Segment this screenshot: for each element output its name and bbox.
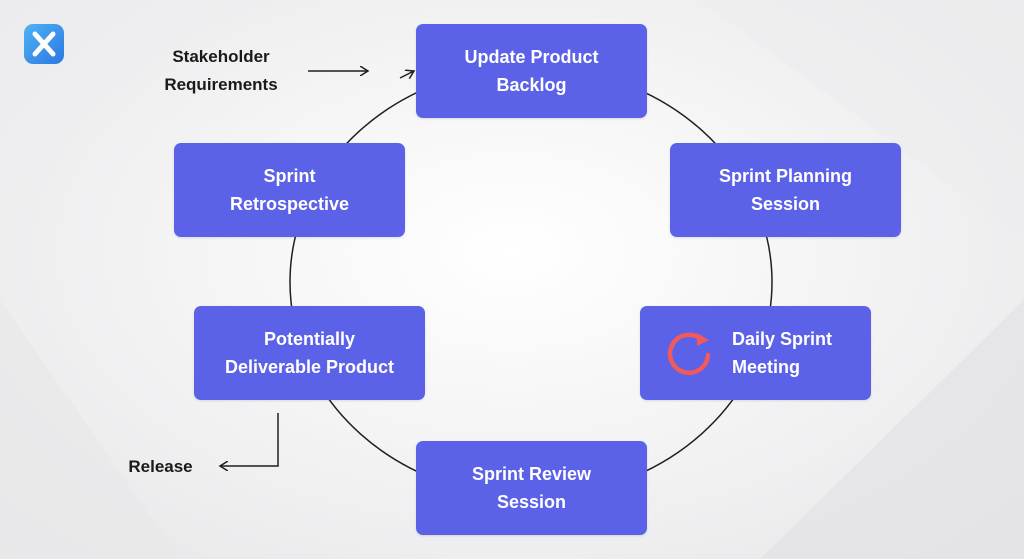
node-label: Potentially Deliverable Product xyxy=(224,329,395,377)
stakeholder-requirements-label: Stakeholder Requirements xyxy=(164,47,278,94)
node-label: Sprint Planning Session xyxy=(719,166,852,214)
refresh-icon xyxy=(664,327,716,379)
x-logo-icon xyxy=(24,24,64,64)
release-label: Release xyxy=(128,457,193,476)
update-product-backlog-node: Update Product Backlog xyxy=(416,24,647,118)
node-label: Update Product Backlog xyxy=(464,47,599,95)
daily-sprint-meeting-node: Daily Sprint Meeting xyxy=(640,306,871,400)
sprint-review-session-node: Sprint Review Session xyxy=(416,441,647,535)
potentially-deliverable-product-node: Potentially Deliverable Product xyxy=(194,306,425,400)
node-label: Sprint Retrospective xyxy=(229,166,350,214)
node-label: Daily Sprint Meeting xyxy=(732,329,833,377)
release-arrow xyxy=(220,413,279,466)
sprint-planning-session-node: Sprint Planning Session xyxy=(670,143,901,237)
cycle-circle xyxy=(289,66,773,498)
cycle-arrow xyxy=(399,71,414,78)
node-label: Sprint Review Session xyxy=(471,464,592,512)
sprint-retrospective-node: Sprint Retrospective xyxy=(174,143,405,237)
